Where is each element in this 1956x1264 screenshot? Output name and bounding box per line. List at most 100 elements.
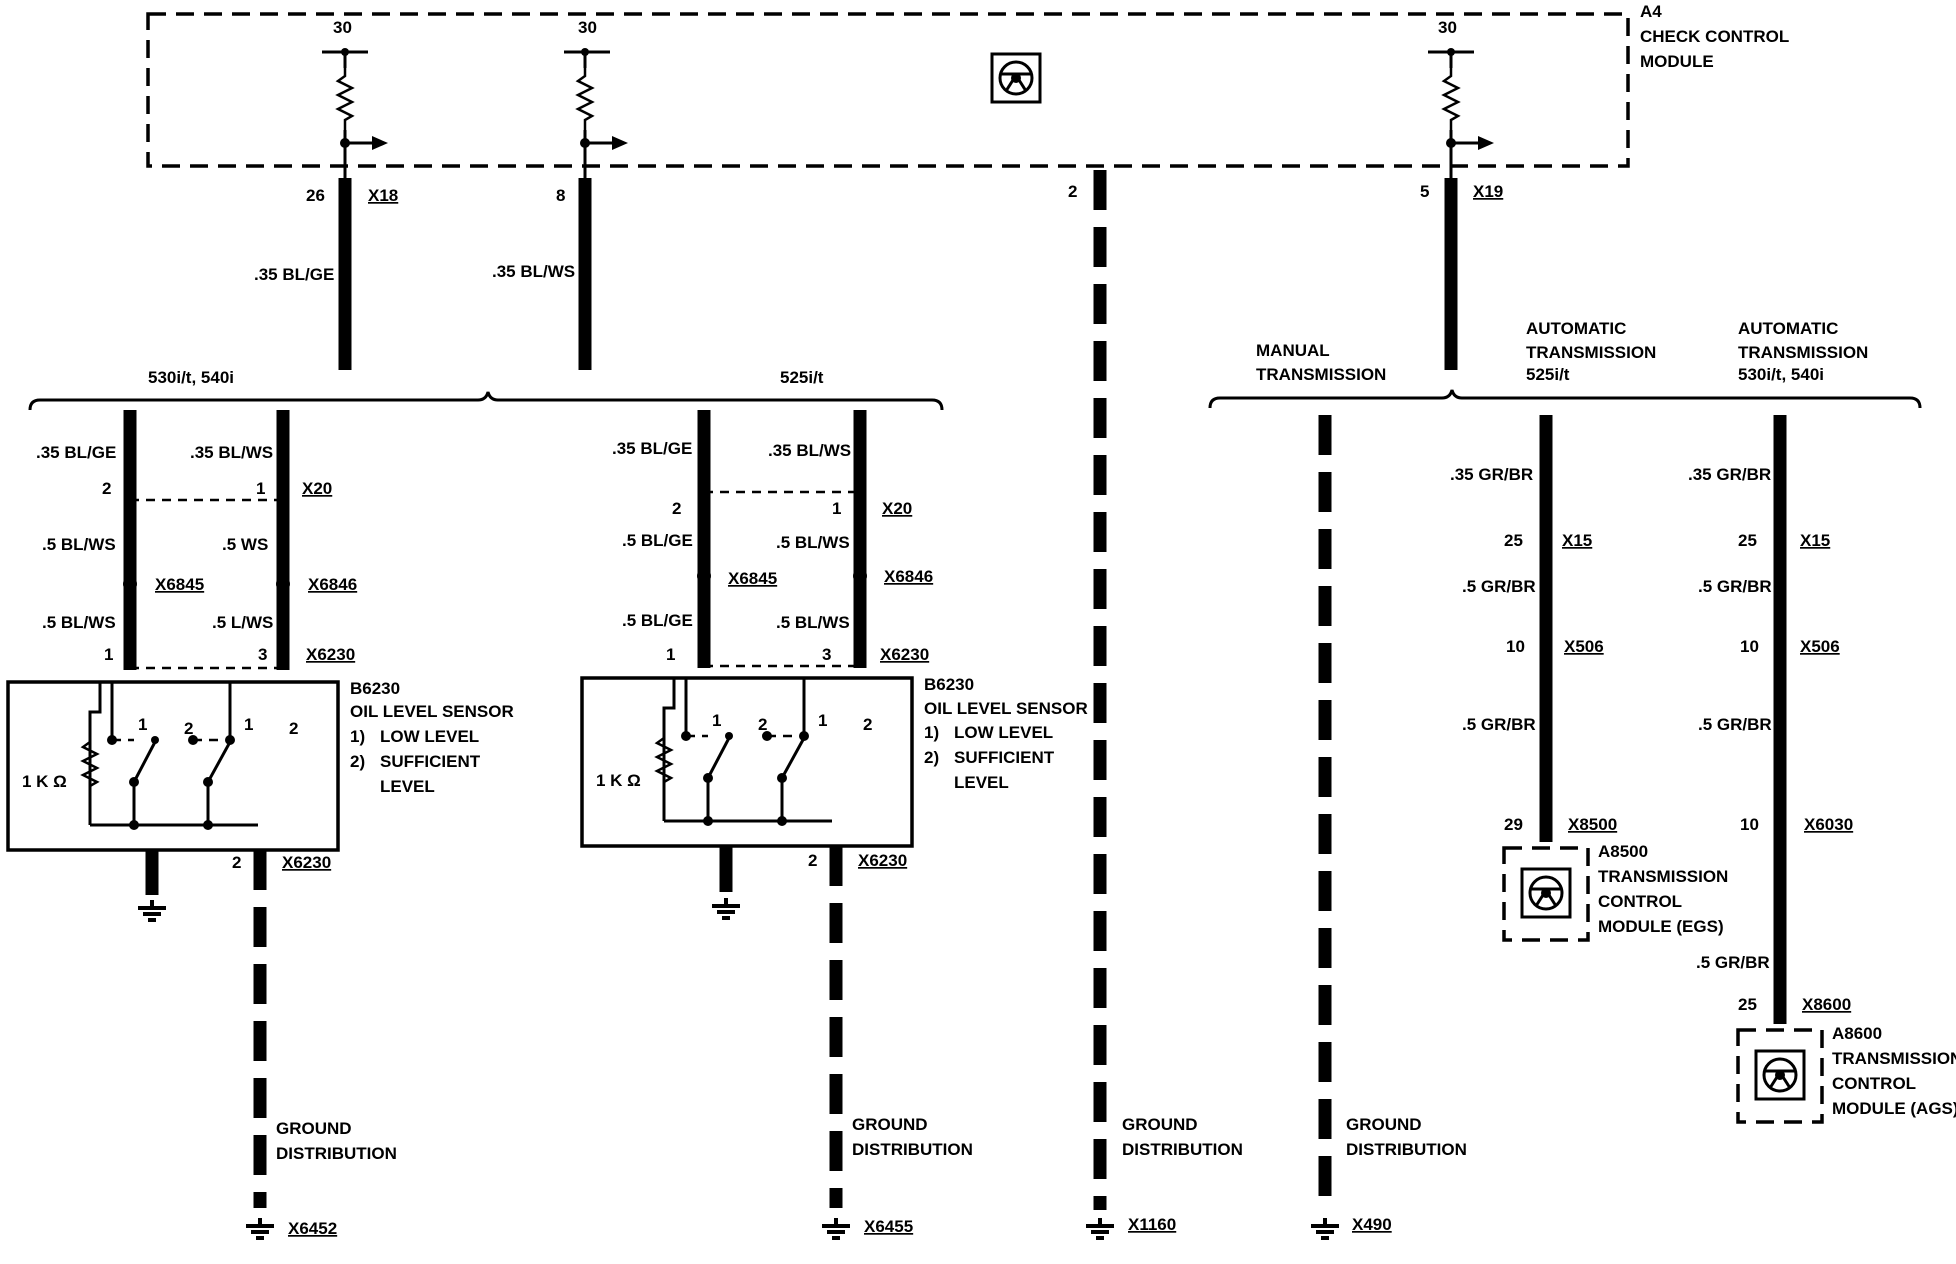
- oil-level-sensor-525: 1 K Ω 1 2 1 2: [582, 678, 912, 846]
- svg-text:CONTROL: CONTROL: [1598, 892, 1682, 911]
- svg-text:.5 GR/BR: .5 GR/BR: [1462, 577, 1536, 596]
- wire-label-pin26: .35 BL/GE: [254, 265, 334, 284]
- module-outline: [146, 12, 1630, 168]
- svg-text:LEVEL: LEVEL: [954, 773, 1009, 792]
- svg-text:2): 2): [924, 748, 939, 767]
- svg-text:A8500: A8500: [1598, 842, 1648, 861]
- svg-text:25: 25: [1504, 531, 1523, 550]
- svg-text:1: 1: [832, 499, 841, 518]
- svg-text:X506: X506: [1564, 637, 1604, 656]
- svg-text:.5 GR/BR: .5 GR/BR: [1462, 715, 1536, 734]
- egs-branch: .35 GR/BR 25 X15 .5 GR/BR 10 X506 .5 GR/…: [1450, 415, 1617, 842]
- arrow-right-icon: [372, 136, 388, 150]
- svg-text:GROUND: GROUND: [1346, 1115, 1422, 1134]
- svg-text:B6230: B6230: [924, 675, 974, 694]
- steering-wheel-icon: [1754, 1049, 1806, 1101]
- svg-text:525i/t: 525i/t: [1526, 365, 1570, 384]
- svg-text:MANUAL: MANUAL: [1256, 341, 1330, 360]
- sensor-label-525: B6230 OIL LEVEL SENSOR 1) LOW LEVEL 2) S…: [924, 675, 1088, 792]
- egs-module: A8500 TRANSMISSION CONTROL MODULE (EGS): [1502, 842, 1728, 942]
- svg-text:.35 BL/WS: .35 BL/WS: [768, 441, 851, 460]
- svg-text:10: 10: [1506, 637, 1525, 656]
- svg-text:X15: X15: [1562, 531, 1592, 550]
- svg-text:10: 10: [1740, 637, 1759, 656]
- pin-26: 26: [306, 186, 325, 205]
- svg-text:30: 30: [578, 18, 597, 37]
- sensor-branch-525: .35 BL/GE .35 BL/WS 2 1 X20 .5 BL/GE .5 …: [612, 410, 933, 668]
- svg-text:29: 29: [1504, 815, 1523, 834]
- svg-text:TRANSMISSION: TRANSMISSION: [1738, 343, 1868, 362]
- svg-text:X6845: X6845: [728, 569, 777, 588]
- svg-text:3: 3: [822, 645, 831, 664]
- svg-text:GROUND: GROUND: [276, 1119, 352, 1138]
- svg-text:TRANSMISSION: TRANSMISSION: [1832, 1049, 1956, 1068]
- svg-text:.35 GR/BR: .35 GR/BR: [1450, 465, 1533, 484]
- oil-level-sensor-530: 1 K Ω 1 2 1 2: [8, 682, 338, 850]
- svg-text:1: 1: [244, 715, 253, 734]
- svg-text:2: 2: [232, 853, 241, 872]
- svg-text:2: 2: [863, 715, 872, 734]
- svg-text:DISTRIBUTION: DISTRIBUTION: [1346, 1140, 1467, 1159]
- svg-text:X6846: X6846: [308, 575, 357, 594]
- svg-text:2: 2: [672, 499, 681, 518]
- svg-text:530i/t, 540i: 530i/t, 540i: [1738, 365, 1824, 384]
- module-name-line2: MODULE: [1640, 52, 1714, 71]
- svg-text:MODULE (AGS): MODULE (AGS): [1832, 1099, 1956, 1118]
- arrow-right-icon: [612, 136, 628, 150]
- svg-text:GROUND: GROUND: [1122, 1115, 1198, 1134]
- ground-icon: [1084, 1216, 1116, 1240]
- sensor-branch-530: .35 BL/GE .35 BL/WS 2 1 X20 .5 BL/WS .5 …: [36, 410, 357, 670]
- check-control-module: A4 CHECK CONTROL MODULE 30 30 3: [146, 2, 1789, 178]
- svg-text:25: 25: [1738, 995, 1757, 1014]
- svg-text:TRANSMISSION: TRANSMISSION: [1598, 867, 1728, 886]
- svg-text:1: 1: [104, 645, 113, 664]
- svg-text:LOW LEVEL: LOW LEVEL: [380, 727, 479, 746]
- svg-text:X8500: X8500: [1568, 815, 1617, 834]
- svg-text:.5 BL/WS: .5 BL/WS: [776, 533, 850, 552]
- steering-wheel-icon: [1520, 867, 1572, 919]
- pullup-pin8: 30: [564, 18, 628, 178]
- svg-text:X20: X20: [882, 499, 912, 518]
- svg-text:.35 BL/WS: .35 BL/WS: [190, 443, 273, 462]
- pin-2: 2: [1068, 182, 1077, 201]
- svg-text:DISTRIBUTION: DISTRIBUTION: [1122, 1140, 1243, 1159]
- svg-text:2): 2): [350, 752, 365, 771]
- svg-text:2: 2: [289, 719, 298, 738]
- svg-text:AUTOMATIC: AUTOMATIC: [1526, 319, 1626, 338]
- svg-text:.35 BL/GE: .35 BL/GE: [612, 439, 692, 458]
- svg-text:2: 2: [102, 479, 111, 498]
- svg-text:.5 GR/BR: .5 GR/BR: [1698, 577, 1772, 596]
- svg-text:530i/t, 540i: 530i/t, 540i: [148, 368, 234, 387]
- ground-icon: [244, 1216, 276, 1240]
- svg-text:.5 BL/GE: .5 BL/GE: [622, 611, 693, 630]
- variant-bracket-left: 530i/t, 540i 525i/t: [28, 368, 944, 411]
- svg-text:25: 25: [1738, 531, 1757, 550]
- svg-text:X6230: X6230: [858, 851, 907, 870]
- ground-icon: [136, 898, 168, 922]
- svg-text:AUTOMATIC: AUTOMATIC: [1738, 319, 1838, 338]
- ground-icon: [1309, 1216, 1341, 1240]
- svg-text:1): 1): [350, 727, 365, 746]
- arrow-right-icon: [1478, 136, 1494, 150]
- svg-text:.35 GR/BR: .35 GR/BR: [1688, 465, 1771, 484]
- svg-text:1: 1: [256, 479, 265, 498]
- svg-text:X6230: X6230: [880, 645, 929, 664]
- ags-branch: .35 GR/BR 25 X15 .5 GR/BR 10 X506 .5 GR/…: [1688, 415, 1853, 1024]
- svg-text:OIL LEVEL SENSOR: OIL LEVEL SENSOR: [924, 699, 1088, 718]
- svg-text:X8600: X8600: [1802, 995, 1851, 1014]
- pin-8: 8: [556, 186, 565, 205]
- svg-text:30: 30: [1438, 18, 1457, 37]
- ground-point-x6452: X6452: [288, 1219, 337, 1238]
- svg-text:2: 2: [758, 715, 767, 734]
- ground-point-x6455: X6455: [864, 1217, 913, 1236]
- ground-point-x1160: X1160: [1128, 1215, 1176, 1234]
- svg-text:30: 30: [333, 18, 352, 37]
- svg-text:X506: X506: [1800, 637, 1840, 656]
- svg-text:1: 1: [138, 715, 147, 734]
- pin-5: 5: [1420, 182, 1429, 201]
- sensor-label-530: B6230 OIL LEVEL SENSOR 1) LOW LEVEL 2) S…: [350, 679, 514, 796]
- svg-text:X20: X20: [302, 479, 332, 498]
- svg-text:.5 WS: .5 WS: [222, 535, 268, 554]
- ags-module: A8600 TRANSMISSION CONTROL MODULE (AGS): [1736, 1024, 1956, 1124]
